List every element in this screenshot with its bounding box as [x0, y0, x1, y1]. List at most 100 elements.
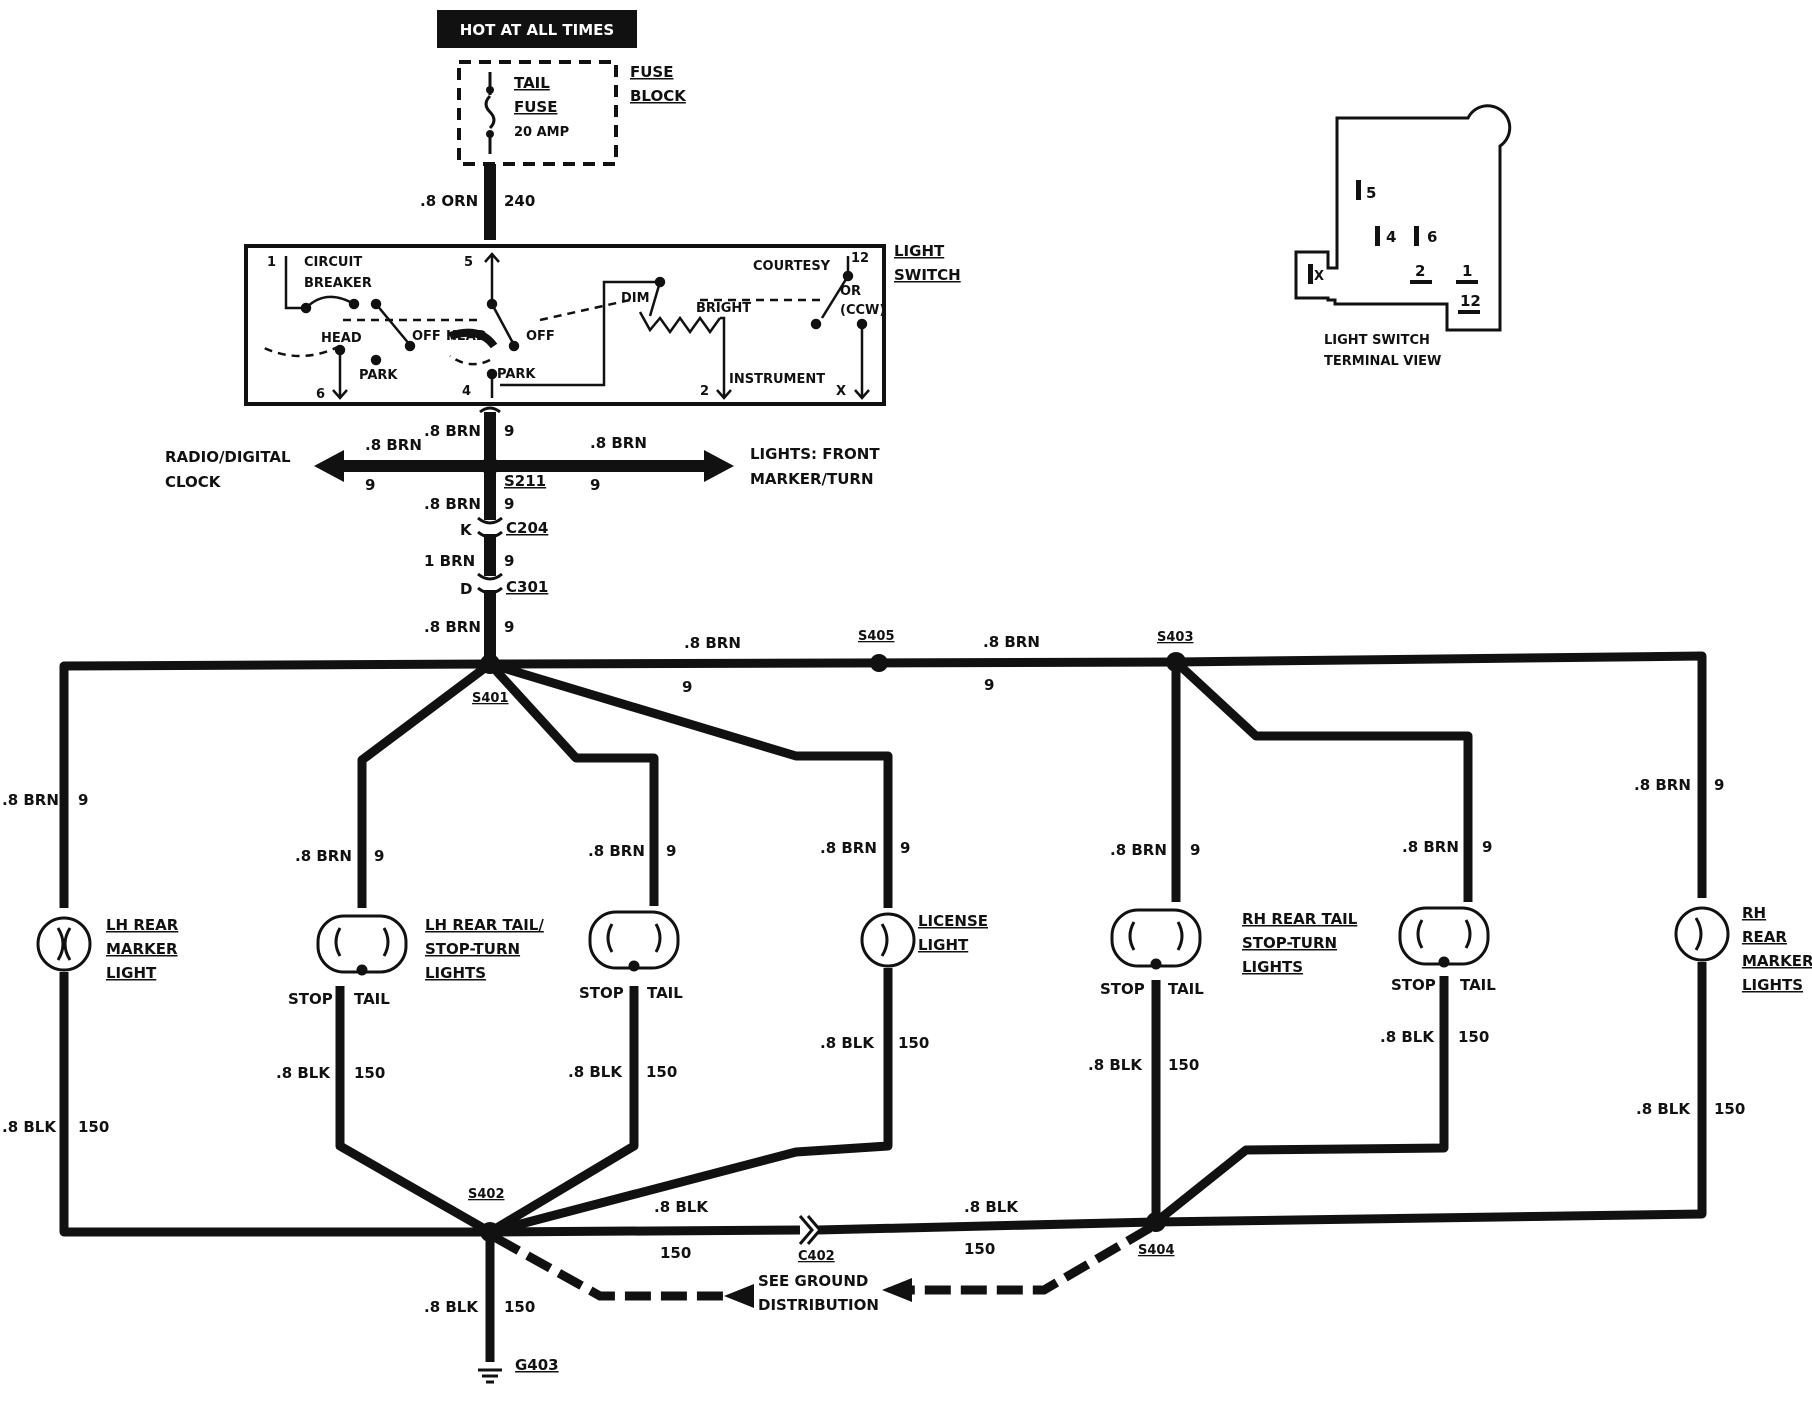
splice-s211-dot: [481, 457, 499, 475]
switch-term-x: X: [836, 384, 846, 399]
ground-bus-gauge-1: .8 BLK: [654, 1198, 709, 1216]
license-label-2: LIGHT: [918, 936, 969, 954]
switch-term-2: 2: [700, 384, 709, 399]
fuse-rating: 20 AMP: [514, 125, 569, 140]
rh-rear-tail-lamp-2: [1398, 906, 1490, 968]
lh-rear-tail-lamp-1: [316, 914, 408, 976]
rh-tail-label-1: RH REAR TAIL: [1242, 910, 1358, 928]
lh-marker-blk-circuit: 150: [78, 1118, 109, 1136]
switch-ccw-label: (CCW): [840, 303, 885, 318]
light-switch-title-1: LIGHT: [894, 242, 945, 260]
lh-marker-label-3: LIGHT: [106, 964, 157, 982]
rh-marker-label-2: REAR: [1742, 928, 1787, 946]
terminal-pin-6: 6: [1427, 228, 1437, 246]
rh-tail-label-2: STOP-TURN: [1242, 934, 1337, 952]
fuse-block-label-1: FUSE: [630, 63, 673, 81]
rh-tail2-brn-circuit: 9: [1482, 838, 1492, 856]
front-branch-gauge: .8 BRN: [590, 434, 647, 452]
switch-term-1: 1: [267, 255, 276, 270]
switch-bright-label: BRIGHT: [696, 301, 751, 316]
lh-marker-blk-gauge: .8 BLK: [2, 1118, 57, 1136]
ground-dist-wire-left: [493, 1234, 730, 1301]
rh-rear-tail-lamp-1: [1110, 908, 1202, 970]
front-lights-label-1: LIGHTS: FRONT: [750, 445, 880, 463]
radio-clock-label-2: CLOCK: [165, 473, 222, 491]
switch-head-middle: HEAD: [446, 329, 487, 344]
bus-circuit-2: 9: [984, 676, 994, 694]
radio-branch-gauge: .8 BRN: [365, 436, 422, 454]
lh-tail2-stop: STOP: [579, 984, 624, 1002]
circuit-breaker-label-1: CIRCUIT: [304, 255, 362, 270]
trunk-circuit-3: 9: [504, 552, 514, 570]
lh-tail2-blk-circuit: 150: [646, 1063, 677, 1081]
bus-gauge-1: .8 BRN: [684, 634, 741, 652]
lh-tail2-brn-gauge: .8 BRN: [588, 842, 645, 860]
lh-tail-label-3: LIGHTS: [425, 964, 486, 982]
ground-dist-label-2: DISTRIBUTION: [758, 1296, 879, 1314]
lh-rear-marker-lamp: [36, 916, 92, 972]
rh-tail2-tail: TAIL: [1460, 976, 1496, 994]
lh-tail-label-2: STOP-TURN: [425, 940, 520, 958]
switch-term-4: 4: [462, 384, 471, 399]
trunk-circuit-4: 9: [504, 618, 514, 636]
fuse-label-fuse: FUSE: [514, 98, 557, 116]
connector-c402-symbol: [798, 1215, 822, 1245]
splice-s405-dot: [870, 654, 888, 672]
rh-tail2-stop: STOP: [1391, 976, 1436, 994]
rh-rear-marker-lamp: [1674, 906, 1730, 962]
lh-tail2-tail: TAIL: [647, 984, 683, 1002]
license-label-1: LICENSE: [918, 912, 988, 930]
terminal-pin-x: X: [1314, 269, 1324, 284]
ground-bus-circuit-2: 150: [964, 1240, 995, 1258]
switch-term-6: 6: [316, 387, 325, 402]
rh-tail1-blk-gauge: .8 BLK: [1088, 1056, 1143, 1074]
ground-dist-arrow-left: [724, 1284, 754, 1308]
splice-s401-dot: [480, 654, 500, 674]
rh-tail1-brn-gauge: .8 BRN: [1110, 841, 1167, 859]
trunk-gauge-1: .8 BRN: [424, 422, 481, 440]
splice-s211-label: S211: [504, 472, 546, 490]
switch-instrument-label: INSTRUMENT: [729, 372, 825, 387]
lh-tail1-blk-gauge: .8 BLK: [276, 1064, 331, 1082]
lh-marker-brn-gauge: .8 BRN: [2, 791, 59, 809]
switch-output-connector: [479, 406, 501, 414]
terminal-pin-12: 12: [1460, 292, 1481, 310]
lh-marker-brn-circuit: 9: [78, 791, 88, 809]
lh-tail1-brn-circuit: 9: [374, 847, 384, 865]
circuit-breaker-label-2: BREAKER: [304, 276, 372, 291]
brn-distribution-wires: [59, 651, 1707, 908]
ground-drop-circuit: 150: [504, 1298, 535, 1316]
trunk-circuit-1: 9: [504, 422, 514, 440]
rh-tail2-blk-circuit: 150: [1458, 1028, 1489, 1046]
switch-or-label: OR: [840, 284, 861, 299]
lh-tail2-brn-circuit: 9: [666, 842, 676, 860]
terminal-pin-5: 5: [1366, 184, 1376, 202]
terminal-view-label-2: TERMINAL VIEW: [1324, 354, 1441, 369]
trunk-gauge-3: 1 BRN: [424, 552, 475, 570]
ground-bus-circuit-1: 150: [660, 1244, 691, 1262]
ground-drop-gauge: .8 BLK: [424, 1298, 479, 1316]
rh-tail1-blk-circuit: 150: [1168, 1056, 1199, 1074]
lh-tail1-stop: STOP: [288, 990, 333, 1008]
rh-marker-label-1: RH: [1742, 904, 1766, 922]
lh-rear-tail-lamp-2: [588, 910, 680, 972]
ground-dist-label-1: SEE GROUND: [758, 1272, 868, 1290]
rh-marker-brn-gauge: .8 BRN: [1634, 776, 1691, 794]
rh-tail-label-3: LIGHTS: [1242, 958, 1303, 976]
connector-c402-label: C402: [798, 1249, 835, 1264]
splice-s403-dot: [1166, 652, 1186, 672]
light-switch-title-2: SWITCH: [894, 266, 961, 284]
splice-s404-dot: [1146, 1212, 1166, 1232]
feed-wire-circuit: 240: [504, 192, 535, 210]
lh-marker-label-2: MARKER: [106, 940, 178, 958]
light-switch-box: [244, 244, 886, 406]
bus-gauge-2: .8 BRN: [983, 633, 1040, 651]
fuse-block-outline: [457, 60, 618, 166]
splice-s404-label: S404: [1138, 1243, 1175, 1258]
trunk-gauge-4: .8 BRN: [424, 618, 481, 636]
rh-marker-blk-gauge: .8 BLK: [1636, 1100, 1691, 1118]
trunk-gauge-2: .8 BRN: [424, 495, 481, 513]
switch-terminal-arrows: [332, 252, 870, 400]
switch-park-left: PARK: [359, 368, 398, 383]
